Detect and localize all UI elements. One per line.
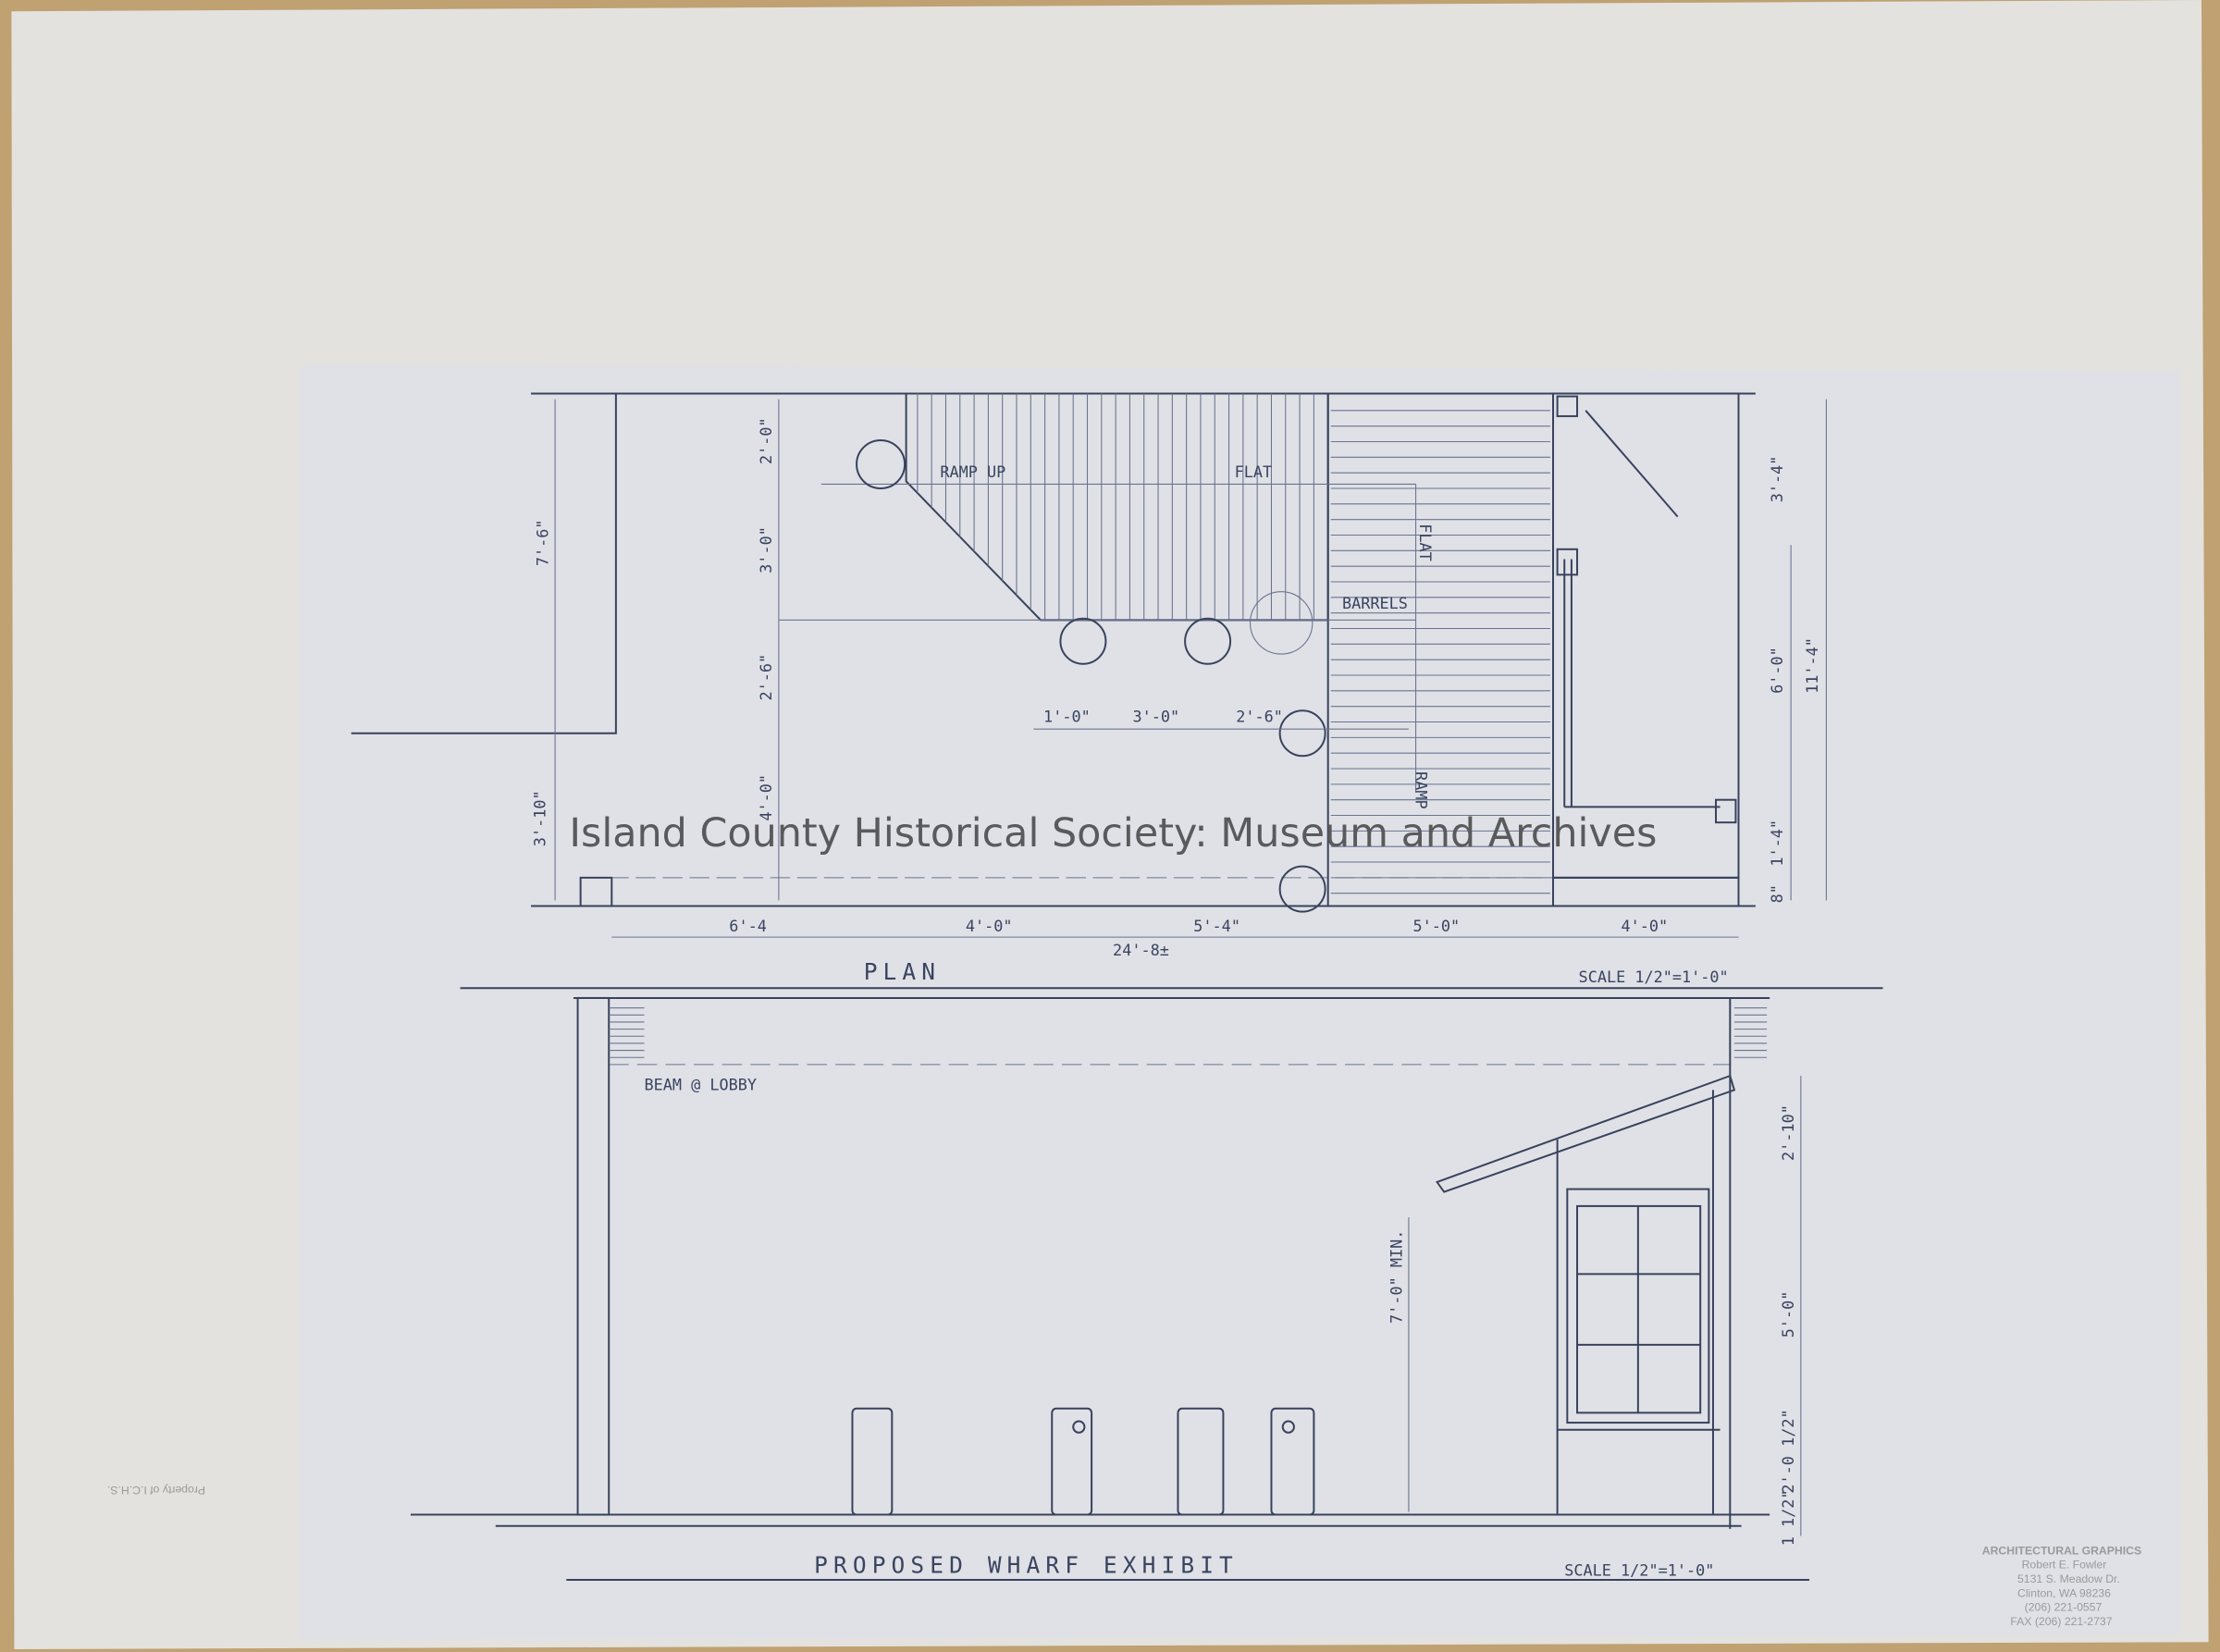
dim-mid-c: 2'-6" (1236, 708, 1283, 726)
svg-text:(206) 221-0557: (206) 221-0557 (2025, 1601, 2103, 1614)
dim-right-d: 8" (1768, 884, 1786, 903)
dim-elev-a: 2'-10" (1779, 1104, 1797, 1161)
elevation-scale: SCALE 1/2"=1'-0" (1564, 1560, 1714, 1579)
dim-inner-b: 3'-0" (757, 526, 775, 573)
label-beam-lobby: BEAM @ LOBBY (644, 1075, 757, 1093)
ownership-stamp: Property of I.C.H.S. (107, 1484, 205, 1497)
dim-inner-d: 4'-0" (757, 774, 775, 821)
elevation-view: 7'-0" MIN. 2'-10" 5'-0" 2'-0 1/2" 1 1/2"… (410, 987, 1883, 1581)
dim-right-b: 6'-0" (1768, 647, 1786, 694)
elevation-title: PROPOSED WHARF EXHIBIT (814, 1551, 1239, 1578)
plan-view: 7'-6" 3'-10" 2'-0" 3'-0" 2'-6" 4'-0" RAM… (351, 392, 1827, 989)
label-ramp: RAMP (1412, 771, 1431, 809)
dim-elev-d: 1 1/2" (1779, 1489, 1797, 1546)
architect-stamp: ARCHITECTURAL GRAPHICS Robert E. Fowler … (1982, 1544, 2141, 1628)
svg-text:Clinton, WA 98236: Clinton, WA 98236 (2017, 1586, 2111, 1599)
plan-title: PLAN (864, 958, 941, 985)
pilings (856, 438, 1326, 913)
svg-text:ARCHITECTURAL GRAPHICS: ARCHITECTURAL GRAPHICS (1982, 1544, 2141, 1557)
dim-inner-a: 2'-0" (757, 417, 775, 464)
watermark: Island County Historical Society: Museum… (569, 810, 1657, 857)
dim-bottom: 4'-0" (1621, 917, 1668, 935)
window (1566, 1188, 1710, 1424)
svg-text:5131 S. Meadow Dr.: 5131 S. Meadow Dr. (2017, 1572, 2120, 1585)
label-flat: FLAT (1235, 462, 1273, 481)
dim-mid-b: 3'-0" (1132, 708, 1179, 726)
dim-bottom: 5'-4" (1193, 917, 1240, 935)
dim-left-upper: 7'-6" (533, 519, 551, 566)
plan-scale: SCALE 1/2"=1'-0" (1579, 968, 1729, 986)
dim-right-c: 1'-4" (1768, 820, 1786, 867)
posts (851, 1407, 1315, 1516)
label-barrels: BARRELS (1342, 594, 1408, 612)
blueprint-sheet (300, 364, 2180, 1640)
dim-bottom: 4'-0" (966, 917, 1013, 935)
dim-bottom-total: 24'-8± (1113, 941, 1169, 959)
column-square (579, 876, 613, 907)
dim-elev-b: 5'-0" (1779, 1291, 1797, 1338)
dim-left-lower: 3'-10" (530, 790, 549, 846)
dim-right-total: 11'-4" (1803, 637, 1821, 694)
dim-bottom: 6'-4 (729, 917, 767, 935)
label-flat-side: FLAT (1416, 524, 1435, 561)
dim-inner-c: 2'-6" (757, 654, 775, 701)
label-ramp-up: RAMP UP (940, 462, 1005, 481)
dim-right-a: 3'-4" (1768, 456, 1786, 503)
dim-mid-a: 1'-0" (1043, 708, 1091, 726)
svg-text:FAX (206) 221-2737: FAX (206) 221-2737 (2010, 1615, 2112, 1628)
dim-height-min: 7'-0" MIN. (1387, 1230, 1405, 1324)
dim-elev-c: 2'-0 1/2" (1779, 1409, 1797, 1493)
svg-text:Robert E. Fowler: Robert E. Fowler (2022, 1559, 2107, 1572)
dim-bottom: 5'-0" (1413, 917, 1461, 935)
